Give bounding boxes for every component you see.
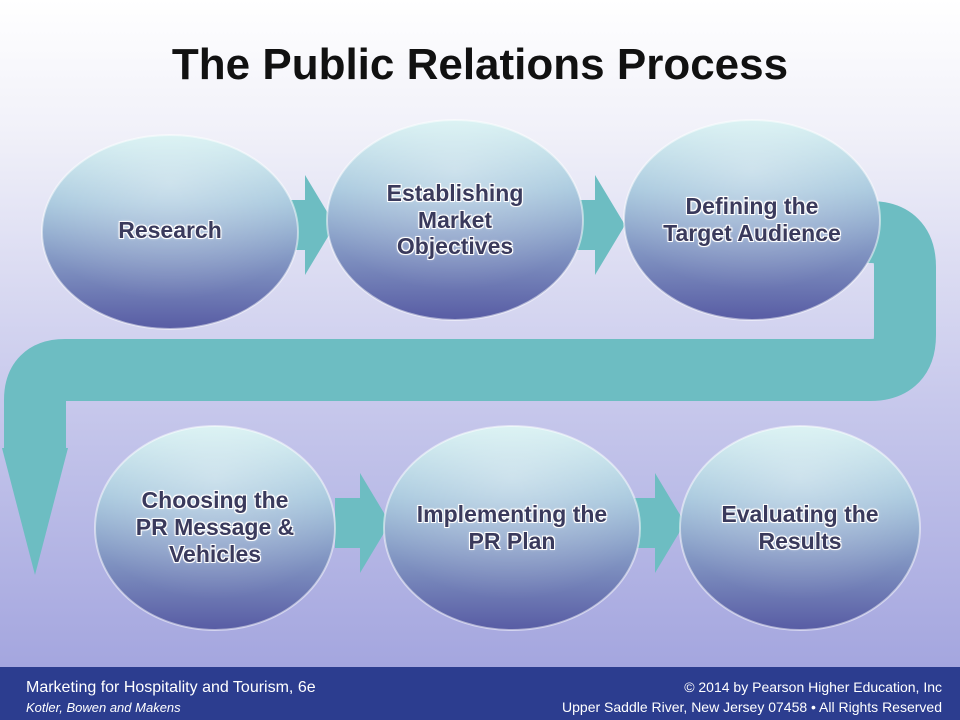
step-label-market-objectives: Establishing Market Objectives (386, 179, 524, 260)
footer-book-title: Marketing for Hospitality and Tourism, 6… (26, 679, 316, 696)
footer-bar: Marketing for Hospitality and Tourism, 6… (0, 667, 960, 720)
step-label-pr-message: Choosing the PR Message & Vehicles (135, 487, 295, 567)
arrow-4-to-5 (335, 473, 390, 573)
step-node-5 (383, 425, 641, 631)
connector-path (4, 201, 936, 448)
arrow-2-to-3 (570, 175, 625, 275)
step-label-evaluating: Evaluating the Results (721, 500, 879, 554)
step-label-research: Research (118, 216, 222, 243)
step-node-6 (679, 425, 921, 631)
step-node-4 (94, 425, 336, 631)
step-label-implementing: Implementing the PR Plan (416, 500, 608, 554)
arrow-5-to-6 (630, 473, 685, 573)
slide-title: The Public Relations Process (171, 40, 789, 89)
footer-address: Upper Saddle River, New Jersey 07458 • A… (562, 699, 942, 715)
step-label-target-audience: Defining the Target Audience (663, 193, 841, 246)
footer-authors: Kotler, Bowen and Makens (26, 700, 181, 715)
step-node-3 (623, 119, 881, 321)
step-node-2 (326, 119, 584, 321)
footer-copyright: © 2014 by Pearson Higher Education, Inc (684, 679, 942, 695)
connector-arrowhead (2, 448, 68, 575)
step-node-1 (41, 134, 299, 330)
